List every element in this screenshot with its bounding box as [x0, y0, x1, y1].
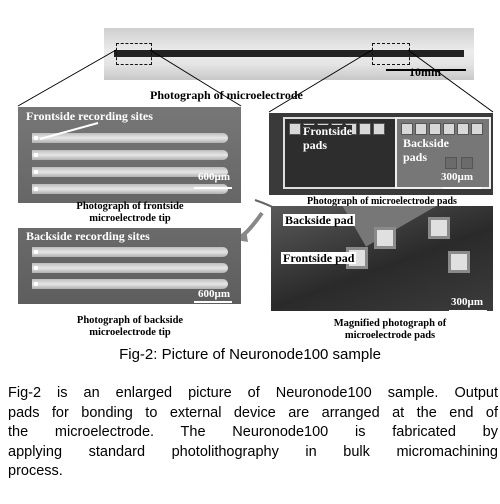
- recording-site: [34, 187, 38, 191]
- shank: [32, 263, 228, 273]
- mag-caption-1: Magnified photograph of: [333, 318, 447, 329]
- body-line: pads for bonding to external device are …: [8, 404, 498, 421]
- magnified-pads-photo: Backside pad Frontside pad 300µm: [271, 206, 493, 311]
- pad: [429, 123, 441, 135]
- recording-site: [34, 153, 38, 157]
- recording-site: [34, 136, 38, 140]
- pad: [471, 123, 483, 135]
- backside-tip-photo: Backside recording sites 600µm: [18, 228, 241, 304]
- pad: [373, 123, 385, 135]
- magnified-pad: [451, 254, 467, 270]
- front-caption-2: microelectrode tip: [89, 213, 171, 224]
- shank: [32, 279, 228, 289]
- recording-site: [34, 170, 38, 174]
- front-caption-1: Photograph of frontside: [76, 201, 184, 212]
- recording-site: [34, 250, 38, 254]
- pad: [289, 123, 301, 135]
- shank: [32, 184, 228, 194]
- back-caption-1: Photograph of backside: [76, 315, 184, 326]
- magnified-pad: [431, 220, 447, 236]
- pads-back-label-1: Backside: [403, 136, 450, 150]
- pad-highlight-box: [372, 43, 410, 65]
- tip-highlight-box: [116, 43, 152, 65]
- back-caption-2: microelectrode tip: [89, 327, 171, 338]
- backside-sites-label: Backside recording sites: [26, 229, 150, 243]
- pads-caption: Photograph of microelectrode pads: [307, 196, 457, 207]
- pads-scale-label: 300µm: [441, 171, 474, 183]
- body-paragraph: Fig-2 is an enlarged picture of Neuronod…: [8, 384, 498, 482]
- pads-front-label-1: Frontside: [303, 124, 353, 138]
- pad: [457, 123, 469, 135]
- frontside-tip-photo: Frontside recording sites 600µm: [18, 107, 241, 203]
- pad: [415, 123, 427, 135]
- pad: [443, 123, 455, 135]
- back-scale-bar: [194, 301, 232, 303]
- shank: [32, 167, 228, 177]
- pads-front-label-2: pads: [303, 138, 328, 152]
- shank: [32, 247, 228, 257]
- pad: [461, 157, 473, 169]
- recording-site: [34, 266, 38, 270]
- front-scale-label: 600µm: [198, 171, 231, 183]
- back-scale-label: 600µm: [198, 288, 231, 300]
- shank: [32, 150, 228, 160]
- top-scale-bar: [386, 69, 466, 71]
- figure-title: Fig-2: Picture of Neuronode100 sample: [119, 346, 381, 363]
- mag-scale-label: 300µm: [451, 296, 484, 308]
- mag-backside-label: Backside pad: [283, 213, 356, 227]
- top-caption: Photograph of microelectrode: [150, 88, 303, 102]
- body-line: process.: [8, 463, 63, 479]
- mag-scale-bar: [449, 310, 487, 311]
- pads-photo: Frontside pads Backside pads 300µm: [269, 113, 493, 195]
- mag-caption-2: microelectrode pads: [344, 330, 436, 341]
- arrow-icon: [39, 122, 99, 140]
- pad: [401, 123, 413, 135]
- recording-site: [34, 282, 38, 286]
- body-line: the microelectrode. The Neuronode100 is …: [8, 424, 498, 440]
- pad: [445, 157, 457, 169]
- shank: [32, 133, 228, 143]
- body-line: applying standard photolithography in bu…: [8, 443, 498, 460]
- microelectrode-shank: [114, 50, 464, 57]
- pad: [359, 123, 371, 135]
- mag-frontside-label: Frontside pad: [281, 251, 357, 265]
- pad-strip: [331, 206, 493, 247]
- pads-scale-bar: [443, 187, 481, 189]
- magnified-pad: [377, 230, 393, 246]
- front-scale-bar: [194, 187, 232, 189]
- frontside-sites-label: Frontside recording sites: [26, 109, 153, 123]
- microelectrode-photograph: 10mm: [104, 28, 474, 80]
- pads-back-label-2: pads: [403, 150, 428, 164]
- body-line: Fig-2 is an enlarged picture of Neuronod…: [8, 385, 498, 401]
